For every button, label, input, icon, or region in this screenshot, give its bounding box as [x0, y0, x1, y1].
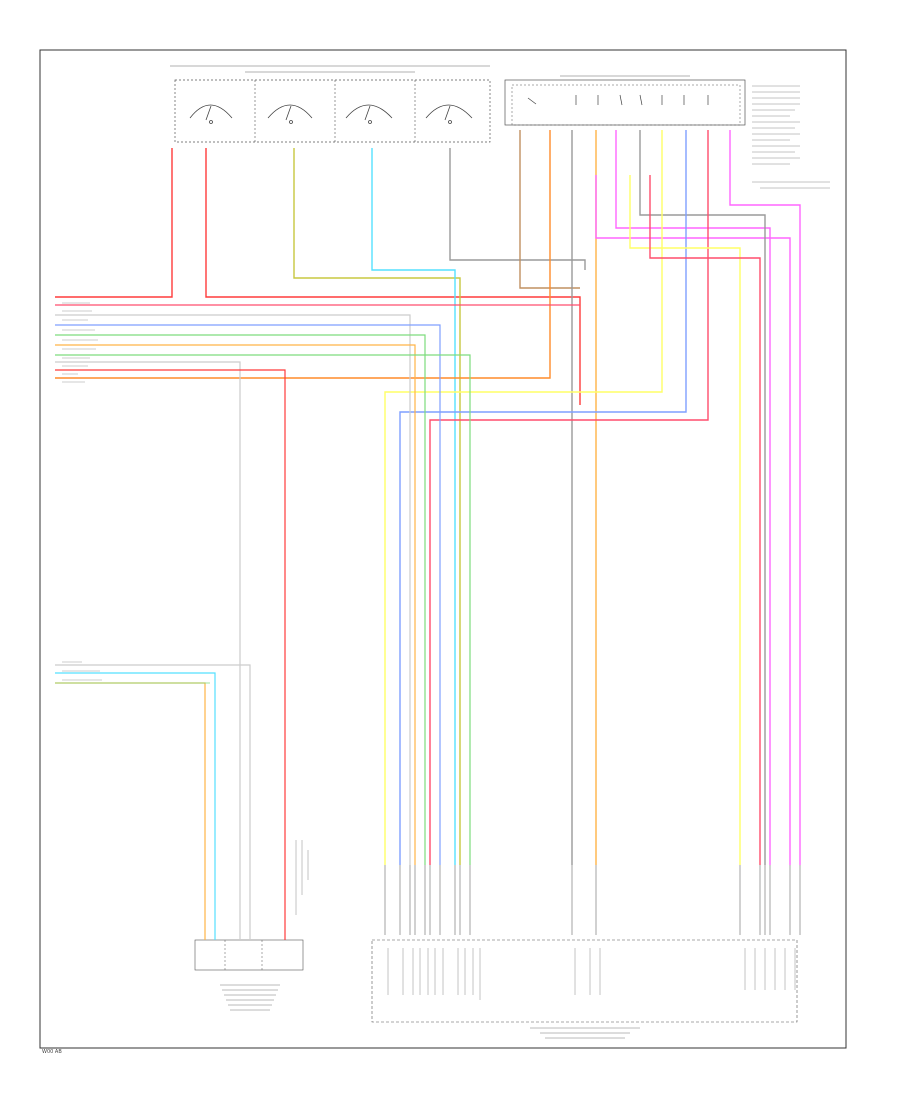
- bottom-pin-labels: [387, 948, 796, 1000]
- knob-1-icon: [189, 104, 233, 124]
- left-bus-labels: [62, 302, 98, 383]
- knob-4-icon: [425, 104, 473, 124]
- right-top-module: [504, 75, 830, 189]
- wires-left-module: [55, 148, 586, 865]
- bottom-left-module: [194, 840, 309, 1011]
- knob-2-icon: [267, 104, 313, 124]
- bottom-control-module: [371, 939, 798, 1039]
- bottom-left-pins: [204, 890, 286, 940]
- wires-right-module: [55, 130, 801, 865]
- diagram-frame: [39, 49, 847, 1049]
- left-top-module: [170, 65, 491, 143]
- left-bus: [55, 304, 580, 900]
- lower-left-bus: [55, 664, 251, 910]
- knob-3-icon: [345, 104, 393, 124]
- bottom-terminations: [384, 865, 801, 935]
- footer-code: W00 AB: [42, 1049, 62, 1055]
